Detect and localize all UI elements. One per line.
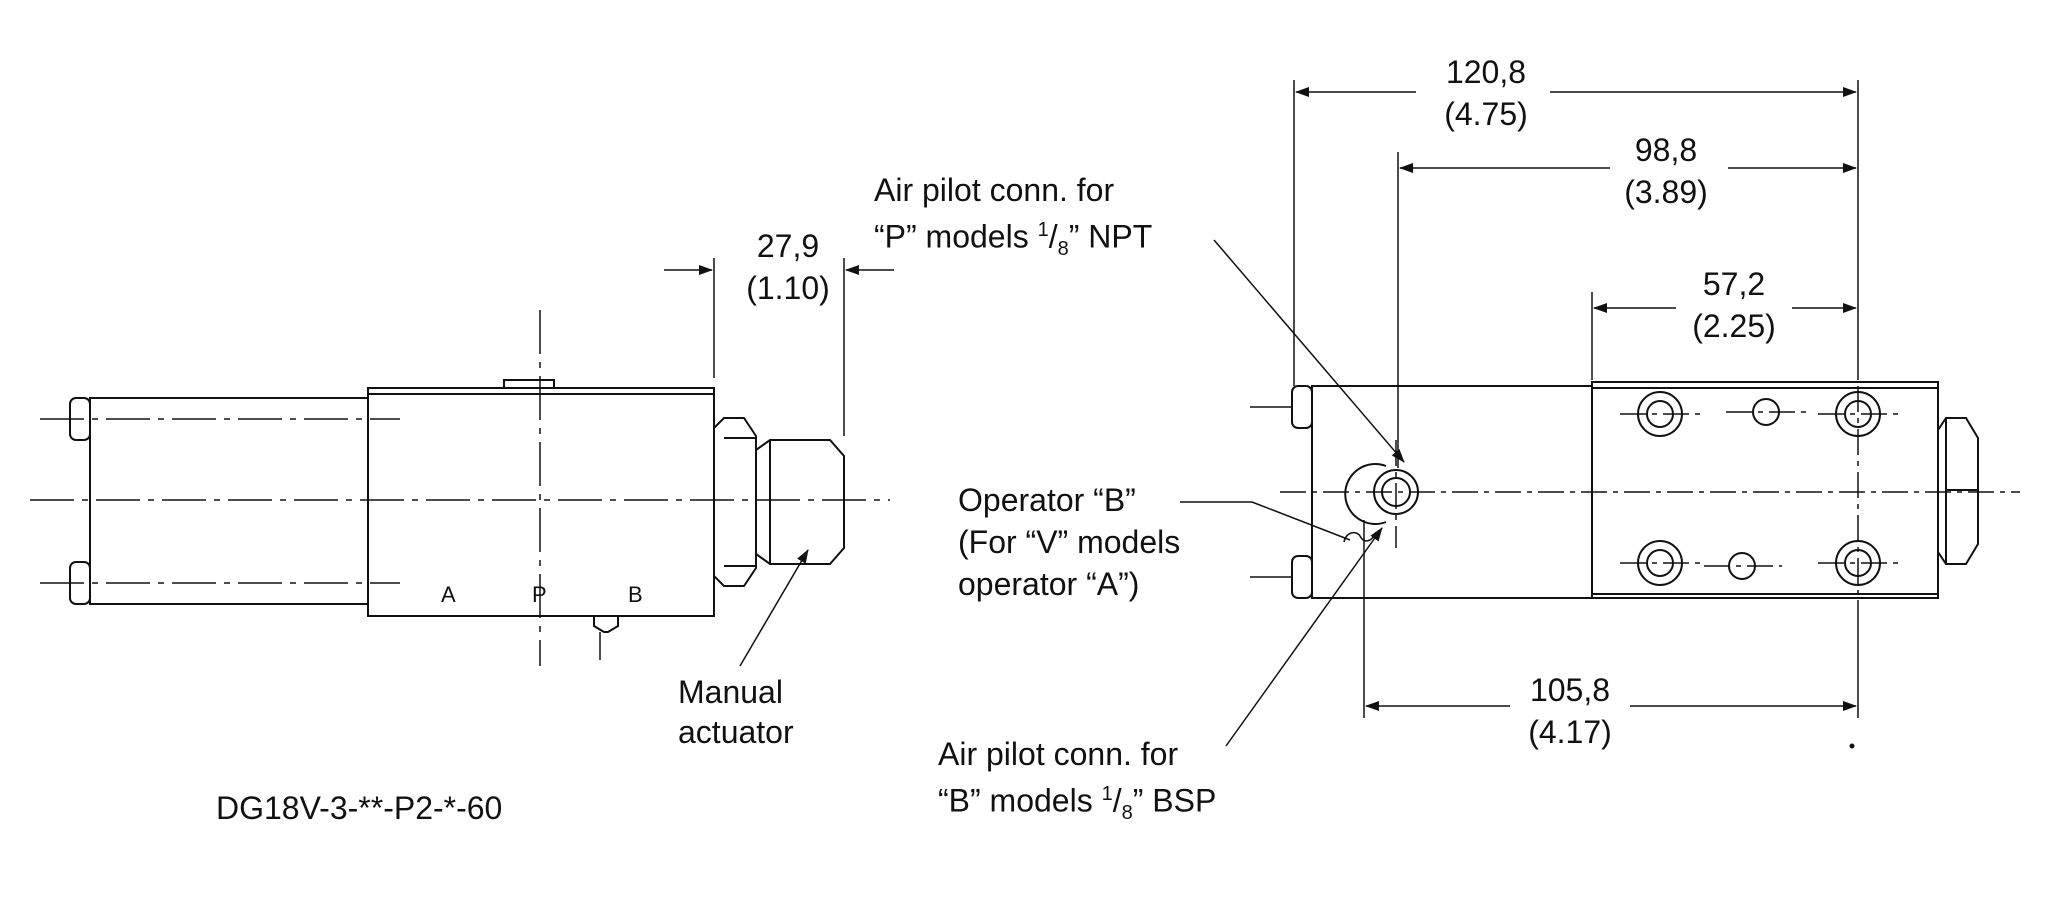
left-top-tab <box>503 379 555 389</box>
dim-mid-inch: (3.89) <box>1624 174 1708 210</box>
air-pilot-b-line2: “B” models 1/8” BSP <box>938 782 1217 825</box>
operator-b <box>1344 463 1387 525</box>
manual-actuator-label-2: actuator <box>678 714 794 750</box>
air-pilot-p-line2: “P” models 1/8” NPT <box>874 218 1153 261</box>
air-pilot-p-line1: Air pilot conn. for <box>874 172 1115 208</box>
dim-overall-metric: 120,8 <box>1445 54 1527 90</box>
manual-actuator-label-1: Manual <box>678 674 783 710</box>
model-code: DG18V-3-**-P2-*-60 <box>216 790 503 826</box>
dim-mid-metric: 98,8 <box>1634 132 1698 168</box>
air-pilot-b-line1: Air pilot conn. for <box>938 736 1179 772</box>
port-b-label: B <box>628 582 643 607</box>
dim-actuator-inch: (1.10) <box>746 270 830 306</box>
dim-overall-inch: (4.75) <box>1444 96 1528 132</box>
port-a-label: A <box>441 582 456 607</box>
dim-body-inch: (2.25) <box>1692 308 1776 344</box>
left-manual-actuator <box>755 439 845 565</box>
operator-label-1: Operator “B” <box>958 482 1136 518</box>
mounting-bolts <box>1637 391 1881 586</box>
port-p-label: P <box>532 582 547 607</box>
left-view <box>30 258 894 667</box>
dim-actuator-metric: 27,9 <box>756 228 820 264</box>
operator-label-2: (For “V” models <box>958 524 1181 560</box>
left-hex-nut <box>713 417 757 587</box>
dim-body-metric: 57,2 <box>1702 266 1766 302</box>
left-solenoid <box>89 397 369 605</box>
dim-bottom-metric: 105,8 <box>1529 672 1611 708</box>
dim-bottom-inch: (4.17) <box>1528 714 1612 750</box>
right-view <box>1180 80 2020 749</box>
operator-label-3: operator “A”) <box>958 566 1140 602</box>
